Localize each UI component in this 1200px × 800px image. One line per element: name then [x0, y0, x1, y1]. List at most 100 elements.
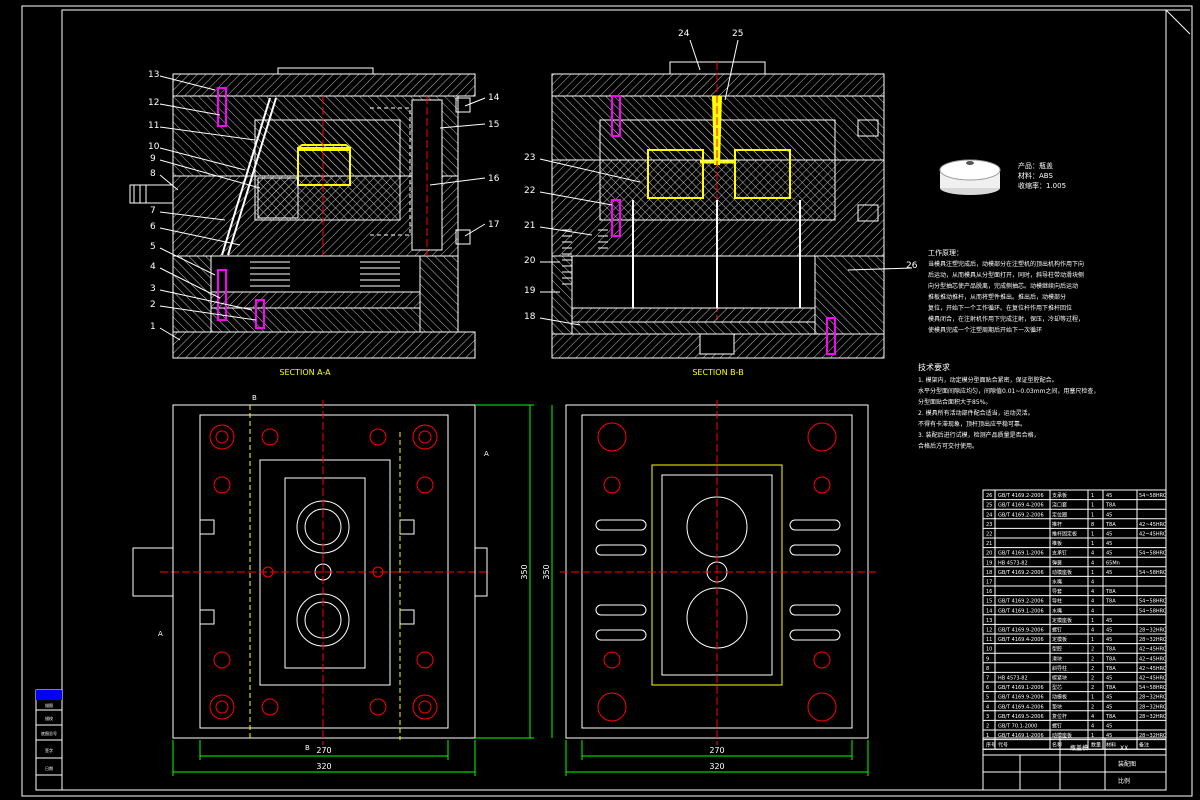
bom-cell-mat: T8A: [1105, 589, 1116, 595]
tech-req-title: 技术要求: [918, 362, 950, 372]
bom-cell-std: GB/T 4169.2-2006: [998, 570, 1044, 576]
bom-cell-no: 3: [986, 714, 989, 720]
bom-cell-name: 滑块: [1052, 655, 1062, 662]
inner-border: [61, 9, 1167, 791]
bom-cell-mat: 45: [1106, 637, 1112, 643]
bom-cell-std: GB/T 4169.1-2006: [998, 685, 1044, 691]
bom-cell-mat: 45: [1106, 551, 1112, 557]
bom-cell-name: 斜导柱: [1052, 665, 1067, 672]
callout-23: 23: [524, 153, 535, 163]
bom-cell-name: 定模板: [1052, 636, 1067, 643]
bom-cell-std: GB/T 4169.2-2006: [998, 599, 1044, 605]
callout-7: 7: [150, 206, 156, 216]
bom-header-note: 备注: [1139, 742, 1149, 749]
bom-cell-no: 11: [986, 637, 992, 643]
dim-left-320: 320: [316, 762, 331, 771]
bom-cell-no: 25: [986, 503, 992, 509]
callout-9: 9: [150, 154, 156, 164]
outer-border: [21, 5, 1193, 797]
bom-cell-no: 7: [986, 676, 989, 682]
product-shrinkage: 收缩率：1.005: [1018, 181, 1066, 190]
callout-26: 26: [906, 261, 918, 271]
bom-cell-qty: 4: [1091, 589, 1094, 595]
callout-22: 22: [524, 186, 535, 196]
bom-header-no: 序号: [986, 742, 996, 749]
working-principle-line-3: 向分型抽芯使产品脱离，完成侧抽芯。动模继续向后运动: [928, 282, 1078, 290]
callout-20: 20: [524, 256, 536, 266]
tech-req-line-1: 1. 模架内，动定模分型面贴合紧密，保证型腔配合。: [918, 376, 1058, 384]
working-principle-line-7: 使模具完成一个注塑周期后开始下一次循环: [928, 326, 1042, 334]
bom-cell-qty: 1: [1091, 512, 1094, 518]
bom-cell-std: GB/T 4169.2-2006: [998, 493, 1044, 499]
title-drawing: 装配图: [1118, 760, 1136, 768]
bom-cell-note: 42~45HRC: [1139, 522, 1167, 528]
bom-cell-qty: 4: [1091, 714, 1094, 720]
bom-cell-no: 21: [986, 541, 992, 547]
bom-cell-note: 54~58HRC: [1139, 608, 1167, 614]
bom-cell-qty: 1: [1091, 570, 1094, 576]
title-name: 瓶盖模: [1070, 744, 1088, 752]
bom-cell-no: 17: [986, 580, 992, 586]
strip-label-5: 日期: [45, 765, 53, 771]
bom-cell-note: 42~45HRC: [1139, 676, 1167, 682]
dim-right-270: 270: [709, 746, 724, 755]
bom-cell-qty: 2: [1091, 704, 1094, 710]
section-aa-view: [129, 67, 476, 359]
working-principle-line-5: 复位，开始下一个工作循环。在复位杆作用下推杆回位: [928, 304, 1072, 312]
bom-cell-no: 14: [986, 608, 992, 614]
bom-cell-qty: 4: [1091, 580, 1094, 586]
bom-cell-name: 支承板: [1052, 492, 1067, 499]
bom-cell-no: 16: [986, 589, 992, 595]
bom-cell-mat: 65Mn: [1106, 560, 1120, 566]
bom-cell-name: 楔紧块: [1052, 675, 1067, 682]
bom-cell-note: 28~32HRC: [1139, 637, 1167, 643]
bom-cell-qty: 1: [1091, 637, 1094, 643]
callout-5: 5: [150, 242, 156, 252]
bom-cell-std: HB 4573-82: [998, 560, 1028, 566]
bom-cell-note: 28~32HRC: [1139, 714, 1167, 720]
bom-cell-name: 螺钉: [1052, 627, 1062, 634]
bom-cell-no: 15: [986, 599, 992, 605]
callout-8: 8: [150, 169, 156, 179]
bom-cell-mat: 45: [1106, 676, 1112, 682]
bom-cell-mat: T8A: [1105, 656, 1116, 662]
bom-cell-note: 54~58HRC: [1139, 685, 1167, 691]
plan-view-left: [132, 400, 490, 745]
bom-cell-note: 54~58HRC: [1139, 599, 1167, 605]
bom-cell-name: 型芯: [1052, 684, 1062, 691]
bom-cell-qty: 1: [1091, 618, 1094, 624]
working-principle-line-4: 推板推动推杆，从而将塑件推出。推出后，动模部分: [928, 293, 1066, 301]
bom-cell-note: 54~58HRC: [1139, 551, 1167, 557]
bom-cell-no: 20: [986, 551, 992, 557]
bom-cell-name: 推杆固定板: [1052, 531, 1077, 538]
strip-label-2: 描校: [45, 715, 53, 721]
bom-cell-qty: 4: [1091, 599, 1094, 605]
bom-cell-no: 22: [986, 532, 992, 538]
tech-req-line-4: 2. 模具所有活动部件配合适当，运动灵活。: [918, 409, 1034, 417]
bom-cell-mat: 45: [1106, 532, 1112, 538]
bom-cell-mat: 45: [1106, 695, 1112, 701]
bom-cell-mat: 45: [1106, 733, 1112, 739]
bom-cell-note: 54~58HRC: [1139, 570, 1167, 576]
bom-cell-qty: 2: [1091, 685, 1094, 691]
working-principle-line-6: 模具闭合，在注射机作用下完成注射，保压，冷却等过程，: [928, 315, 1084, 323]
bom-cell-qty: 1: [1091, 493, 1094, 499]
bom-cell-name: 螺钉: [1052, 723, 1062, 730]
bom-cell-name: 水嘴: [1052, 579, 1062, 586]
strip-label-3: 底图总号: [41, 730, 57, 736]
bom-cell-std: GB/T 70.1-2000: [998, 724, 1037, 730]
working-principle-title: 工作原理：: [928, 248, 963, 257]
callout-24: 24: [678, 29, 690, 39]
bom-cell-qty: 2: [1091, 656, 1094, 662]
bom-cell-std: GB/T 4169.4-2006: [998, 637, 1044, 643]
bom-cell-name: 弹簧: [1052, 559, 1062, 566]
bom-cell-mat: 45: [1106, 704, 1112, 710]
bom-cell-std: GB/T 4169.9-2006: [998, 695, 1044, 701]
dim-right-350: 350: [542, 564, 551, 579]
bom-cell-std: GB/T 4169.4-2006: [998, 704, 1044, 710]
bom-cell-mat: T8A: [1105, 522, 1116, 528]
dim-left-270: 270: [316, 746, 331, 755]
bom-cell-note: 42~45HRC: [1139, 656, 1167, 662]
